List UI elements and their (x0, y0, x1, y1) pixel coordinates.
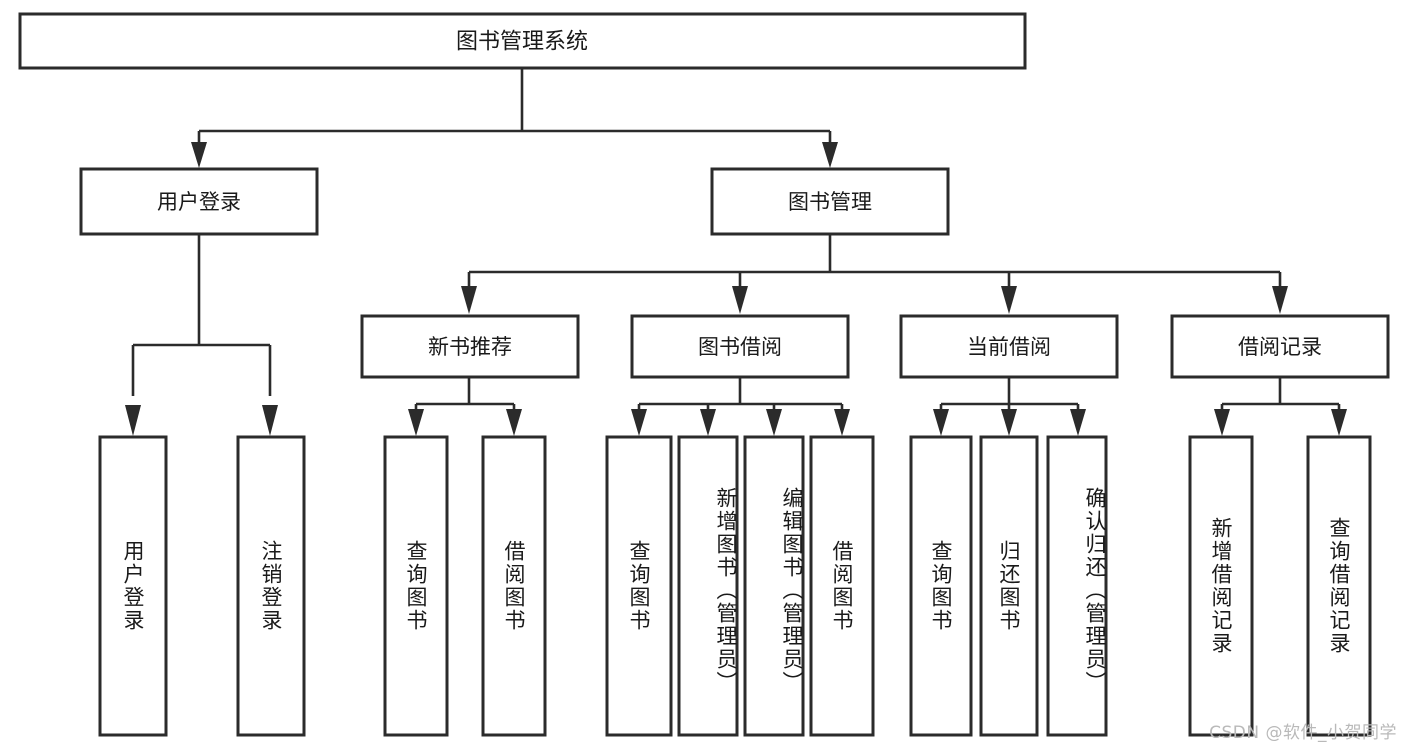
node-borrow-record-label: 借阅记录 (1238, 335, 1322, 359)
leaf-node[interactable] (383, 435, 449, 737)
node-book-borrow[interactable]: 图书借阅 (630, 314, 850, 379)
leaf-node[interactable] (481, 435, 547, 737)
leaf-node[interactable] (1306, 435, 1372, 737)
leaf-node[interactable] (677, 435, 739, 737)
leaf-node[interactable] (743, 435, 805, 737)
node-root[interactable]: 图书管理系统 (18, 12, 1027, 70)
node-current-borrow[interactable]: 当前借阅 (899, 314, 1119, 379)
connector-currentborrow-to-leaves (933, 377, 1086, 436)
connector-newbook-to-leaves (408, 377, 522, 436)
node-borrow-record[interactable]: 借阅记录 (1170, 314, 1390, 379)
leaf-node[interactable] (1188, 435, 1254, 737)
leaf-node[interactable] (1046, 435, 1108, 737)
leaf-node[interactable] (605, 435, 673, 737)
node-new-book-recommend-label: 新书推荐 (428, 335, 512, 359)
node-user-login-label: 用户登录 (157, 190, 241, 214)
node-user-login[interactable]: 用户登录 (79, 167, 319, 236)
connector-bookmgmt-to-level3 (461, 234, 1288, 314)
node-new-book-recommend[interactable]: 新书推荐 (360, 314, 580, 379)
node-root-label: 图书管理系统 (456, 30, 588, 55)
connector-root-to-level2 (191, 68, 838, 168)
leaf-node[interactable] (98, 435, 168, 737)
leaf-node[interactable] (809, 435, 875, 737)
connector-userlogin-to-leaves (125, 234, 278, 436)
connector-borrowrecord-to-leaves (1214, 377, 1347, 436)
leaf-node[interactable] (979, 435, 1039, 737)
node-book-borrow-label: 图书借阅 (698, 335, 782, 359)
node-book-management[interactable]: 图书管理 (710, 167, 950, 236)
connector-bookborrow-to-leaves (631, 377, 850, 436)
leaf-node[interactable] (236, 435, 306, 737)
watermark: CSDN @软件_小贺同学 (1209, 723, 1397, 743)
leaf-node[interactable] (909, 435, 973, 737)
node-current-borrow-label: 当前借阅 (967, 335, 1051, 359)
node-book-management-label: 图书管理 (788, 190, 872, 214)
